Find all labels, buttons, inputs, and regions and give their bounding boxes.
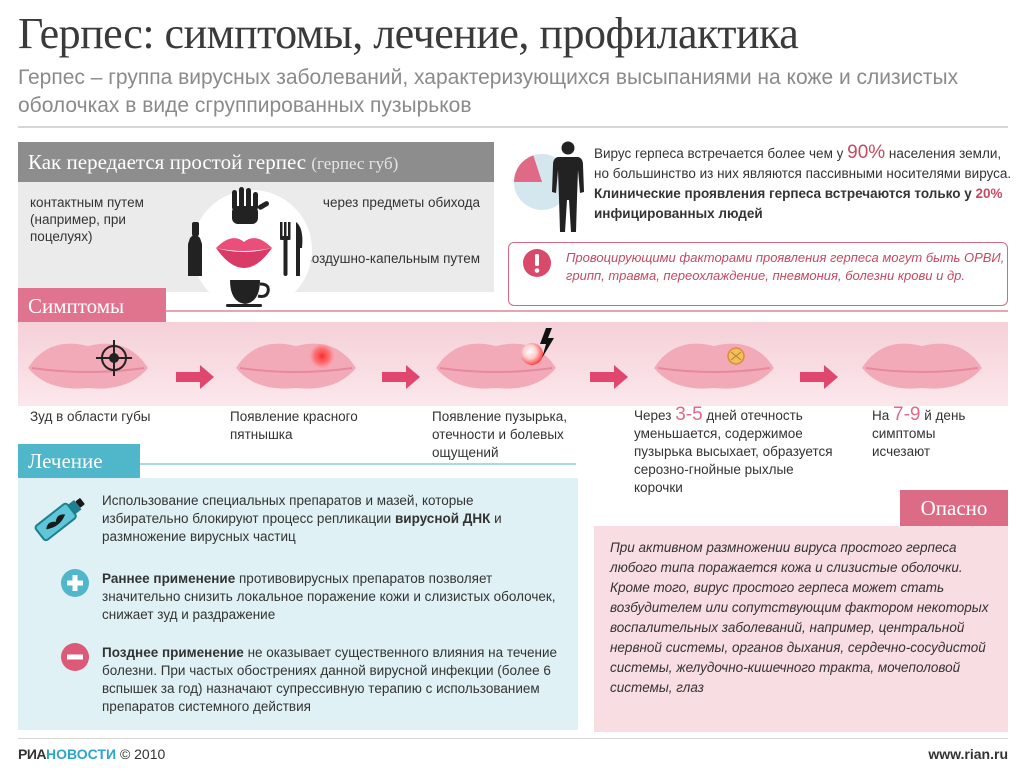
divider bbox=[18, 126, 1008, 128]
page-subtitle: Герпес – группа вирусных заболеваний, ха… bbox=[18, 66, 959, 117]
lips-stage-2 bbox=[236, 343, 356, 389]
arrow-icon bbox=[382, 365, 420, 389]
treatment-item-3-bold: Позднее применение bbox=[102, 645, 244, 660]
treatment-panel bbox=[18, 478, 578, 730]
stats-bold-post: инфицированных людей bbox=[594, 206, 763, 221]
ointment-tube-icon bbox=[34, 498, 85, 542]
red-spot bbox=[309, 343, 335, 369]
arrow-icon bbox=[176, 365, 214, 389]
treatment-header: Лечение bbox=[18, 444, 140, 478]
stage4-pre: Через bbox=[634, 408, 672, 423]
symptom-stage-4: Через 3-5 дней отечность уменьшается, со… bbox=[634, 404, 834, 497]
bottle-icon bbox=[188, 222, 202, 276]
stage4-post: дней отечность уменьшается, содержимое п… bbox=[634, 408, 833, 495]
copyright: © 2010 bbox=[119, 746, 166, 762]
stage5-post: й день симптомы исчезают bbox=[872, 408, 966, 459]
symptom-stage-2: Появление красного пятнышка bbox=[230, 409, 358, 442]
person-icon bbox=[552, 141, 584, 232]
danger-panel bbox=[594, 526, 1008, 732]
arrow-icon bbox=[800, 365, 838, 389]
warning-icon bbox=[523, 249, 551, 277]
stage4-num: 3-5 bbox=[675, 404, 703, 425]
plus-icon bbox=[61, 569, 89, 597]
danger-header: Опасно bbox=[900, 490, 1008, 526]
target-icon bbox=[96, 340, 132, 376]
stats-percent-carriers: 90% bbox=[847, 142, 886, 163]
symptoms-divider bbox=[166, 310, 1008, 312]
minus-icon bbox=[61, 643, 89, 671]
cutlery-icon bbox=[280, 222, 303, 276]
treatment-divider bbox=[140, 463, 576, 465]
pie-slice-clinical bbox=[514, 155, 542, 182]
treatment-item-3: Позднее применение не оказывает существе… bbox=[102, 644, 568, 716]
stats-bold-pre: Клинические проявления герпеса встречают… bbox=[594, 186, 972, 201]
lips-stage-4 bbox=[654, 343, 774, 389]
stats-text: Вирус герпеса встречается более чем у 90… bbox=[594, 143, 1014, 224]
stats-line1-pre: Вирус герпеса встречается более чем у bbox=[594, 146, 844, 161]
stage5-num: 7-9 bbox=[893, 404, 921, 425]
symptom-stage-5: На 7-9 й день симптомы исчезают bbox=[872, 404, 992, 461]
treatment-item-1-post: и размножение вирусных частиц bbox=[102, 511, 502, 544]
symptom-stage-3: Появление пузырька, отечности и болевых … bbox=[432, 409, 567, 460]
symptoms-stages-illustration bbox=[28, 328, 982, 389]
factors-box bbox=[508, 242, 1008, 306]
hand-icon bbox=[232, 187, 269, 224]
transmission-title: Как передается простой герпес bbox=[28, 150, 307, 174]
transmission-airborne: воздушно-капельным путем bbox=[304, 251, 480, 266]
cup-icon bbox=[226, 280, 270, 307]
stats-percent-clinical: 20% bbox=[975, 186, 1003, 201]
lips-stage-1 bbox=[28, 343, 148, 389]
transmission-header: Как передается простой герпес (герпес гу… bbox=[18, 142, 494, 182]
brand-ria: РИА bbox=[18, 746, 47, 762]
lightning-icon bbox=[540, 328, 554, 358]
brand-novosti: НОВОСТИ bbox=[46, 746, 117, 762]
treatment-item-2: Раннее применение противовирусных препар… bbox=[102, 570, 562, 624]
stats-line1-post: населения земли, но большинство из них я… bbox=[594, 146, 1012, 181]
transmission-illustration bbox=[188, 187, 312, 310]
treatment-item-3-text: не оказывает существенного влияния на те… bbox=[102, 645, 557, 714]
treatment-item-2-text: противовирусных препаратов позволяет зна… bbox=[102, 571, 556, 622]
symptoms-header: Симптомы bbox=[18, 288, 166, 324]
page-title: Герпес: симптомы, лечение, профилактика bbox=[18, 9, 799, 58]
transmission-note: (герпес губ) bbox=[311, 154, 399, 173]
crust bbox=[727, 347, 745, 365]
factors-text: Провоцирующими факторами проявления герп… bbox=[566, 250, 1005, 283]
symptom-stage-1: Зуд в области губы bbox=[30, 409, 151, 424]
blister bbox=[521, 343, 543, 365]
transmission-objects: через предметы обихода bbox=[322, 195, 480, 210]
danger-text: При активном размножении вируса простого… bbox=[610, 540, 989, 695]
treatment-item-1-text: Использование специальных препаратов и м… bbox=[102, 493, 474, 526]
site-url: www.rian.ru bbox=[928, 746, 1008, 762]
footer-divider bbox=[18, 738, 1008, 739]
transmission-contact: контактным путем (например, при поцелуях… bbox=[30, 195, 144, 244]
stage5-pre: На bbox=[872, 408, 890, 423]
arrow-icon bbox=[590, 365, 628, 389]
treatment-item-1: Использование специальных препаратов и м… bbox=[102, 492, 562, 546]
treatment-item-2-bold: Раннее применение bbox=[102, 571, 236, 586]
brand-logo: РИАНОВОСТИ © 2010 bbox=[18, 746, 165, 762]
lips-icon bbox=[216, 238, 272, 268]
lips-stage-5 bbox=[862, 343, 982, 389]
treatment-item-1-bold: вирусной ДНК bbox=[394, 511, 491, 526]
